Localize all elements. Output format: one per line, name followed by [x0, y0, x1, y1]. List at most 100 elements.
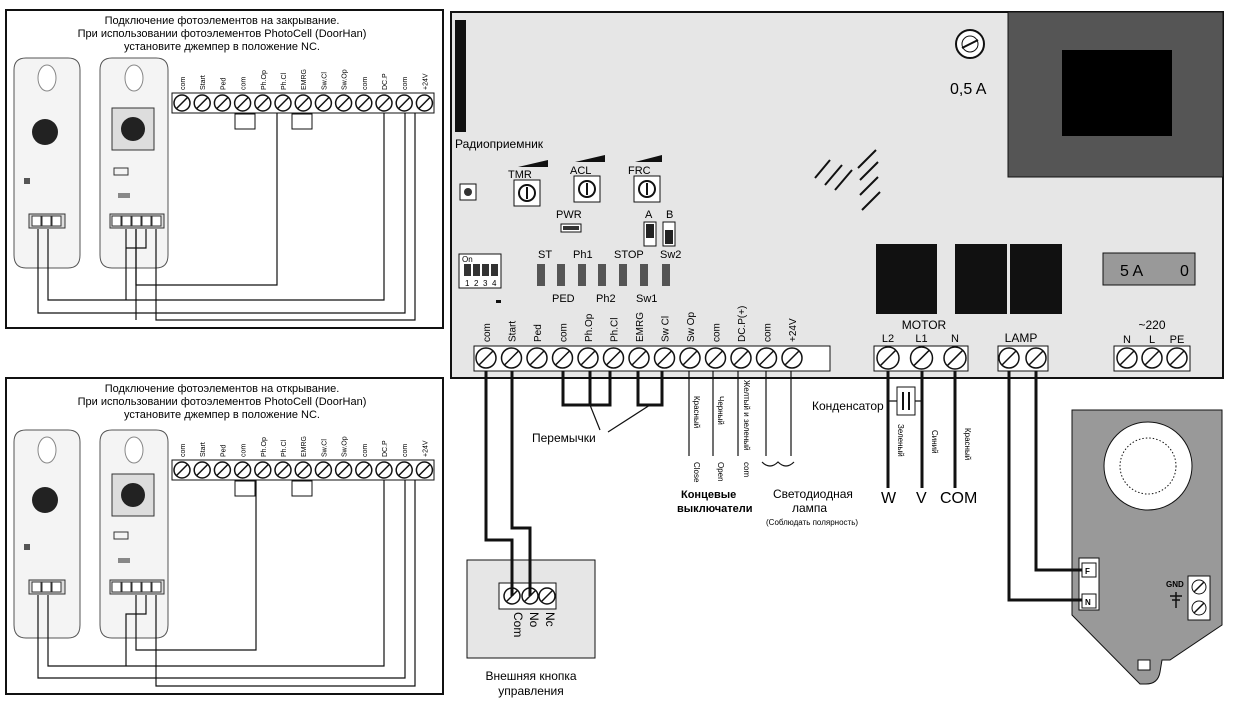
jumpers-label: Перемычки: [532, 431, 596, 445]
wire-color-yellowgreen: Желтый и зеленый: [742, 380, 751, 450]
mini-terminal-screw: [233, 461, 252, 479]
mini-terminal-label: com: [402, 77, 409, 90]
terminal-screw: [704, 347, 727, 369]
knob-label: FRC: [628, 165, 651, 177]
terminal-label: com: [482, 323, 493, 342]
photocell-open-panel: Подключение фотоэлементов на открывание.…: [5, 377, 444, 695]
motor-terminal-label: L1: [915, 333, 927, 345]
mini-terminal-screw: [334, 461, 353, 479]
mini-terminal-label: Ph.Cl: [281, 439, 288, 457]
mini-terminal-screw: [173, 94, 191, 112]
mini-terminal-label: Ph.Cl: [281, 72, 288, 90]
switch-com: com: [742, 462, 751, 477]
led-label-ped: PED: [552, 293, 575, 305]
relay-1: [876, 244, 937, 314]
lamp-box: F N GND: [1071, 409, 1223, 685]
led-lamp-title-2: лампа: [792, 501, 827, 515]
motor-terminal-label: L2: [882, 333, 894, 345]
fuse-big: [1102, 252, 1196, 286]
led: [578, 264, 586, 286]
trimmer-acl: ACL: [570, 155, 605, 203]
button-caption-1: Внешняя кнопка: [485, 669, 576, 683]
terminal-screw: [526, 347, 548, 369]
mini-terminal-label: com: [180, 444, 187, 457]
mini-terminal-screw: [395, 94, 413, 112]
led-label-ph1: Ph1: [573, 249, 593, 261]
mini-terminal-label: +24V: [422, 73, 429, 90]
mini-terminal-screw: [355, 461, 373, 479]
motor-terminal-screw: [876, 346, 900, 370]
button-caption-2: управления: [498, 684, 563, 698]
mini-terminal-screw: [314, 461, 333, 479]
led: [537, 264, 545, 286]
mini-terminal-label: Sw.Cl: [321, 439, 328, 457]
photocell-close-panel: Подключение фотоэлементов на закрывание.…: [5, 9, 444, 329]
terminal-label: EMRG: [635, 312, 646, 342]
mini-terminal-label: Ph.Op: [261, 70, 268, 90]
panel-title-line3: установите джемпер в положение NC.: [124, 409, 320, 421]
fuse-small-label: 0,5 A: [950, 81, 987, 98]
terminal-screw: [653, 347, 676, 369]
panel-title-line2: При использовании фотоэлементов PhotoCel…: [78, 28, 367, 40]
panel-title-line3: установите джемпер в положение NC.: [124, 41, 320, 53]
mini-terminal-label: Ph.Op: [261, 437, 268, 457]
mini-terminal-label: DC.P: [382, 440, 389, 457]
lens-icon: [32, 119, 58, 145]
power-terminal-screw: [1141, 347, 1163, 369]
dip-number: 1: [465, 279, 470, 288]
panel-title-line2: При использовании фотоэлементов PhotoCel…: [78, 396, 367, 408]
lamp-terminal-screw: [1025, 347, 1047, 369]
motor-letter-v: V: [916, 490, 927, 507]
led-label-stop: STOP: [614, 249, 644, 261]
power-terminal-screw: [1116, 347, 1138, 369]
terminal-label: com: [763, 323, 774, 342]
terminal-screw: [679, 347, 701, 369]
photocell-receiver: [99, 429, 169, 639]
mini-terminal-label: com: [180, 77, 187, 90]
mini-terminal-label: Start: [200, 442, 207, 457]
motor-wire-green: Зеленый: [896, 424, 905, 457]
mini-terminal-label: EMRG: [301, 436, 308, 457]
terminal-label: Ped: [533, 324, 544, 342]
mini-terminal-screw: [213, 94, 232, 112]
pwr-label: PWR: [556, 209, 582, 221]
terminal-label: Ph.Cl: [610, 318, 621, 342]
led: [598, 264, 606, 286]
mini-terminal-label: com: [241, 444, 248, 457]
terminal-screw: [628, 347, 650, 369]
jumper-a-label: A: [645, 209, 653, 221]
mini-terminal-screw: [173, 461, 191, 479]
button-term-nc: Nc: [543, 612, 557, 627]
lamp-terminal-screw: [998, 347, 1020, 369]
mini-terminal-screw: [415, 461, 434, 479]
mini-terminal-label: EMRG: [301, 69, 308, 90]
power-label: ~220: [1138, 318, 1165, 332]
jumper-wire: [561, 371, 612, 407]
mini-terminal-screw: [233, 94, 252, 112]
terminal-label: com: [559, 323, 570, 342]
panel-title-line1: Подключение фотоэлементов на открывание.: [105, 383, 340, 395]
mini-terminal-screw: [274, 94, 292, 112]
jumper-b-label: B: [666, 209, 673, 221]
mini-terminal-screw: [395, 461, 413, 479]
knob-label: TMR: [508, 169, 532, 181]
button-term-no: No: [527, 612, 541, 628]
mini-terminal-label: Sw.Cl: [321, 72, 328, 90]
led-lamp-title-1: Светодиодная: [773, 487, 853, 501]
mini-terminal-label: com: [402, 444, 409, 457]
terminal-label: com: [712, 323, 723, 342]
limit-switch-title-2: выключатели: [677, 503, 753, 515]
mini-terminal-screw: [314, 94, 333, 112]
trimmer-frc: FRC: [628, 155, 662, 203]
mini-terminal-label: Start: [200, 75, 207, 90]
button-wire-start: [510, 371, 532, 596]
relay-3: [1010, 244, 1062, 314]
dip-number: 3: [483, 279, 488, 288]
